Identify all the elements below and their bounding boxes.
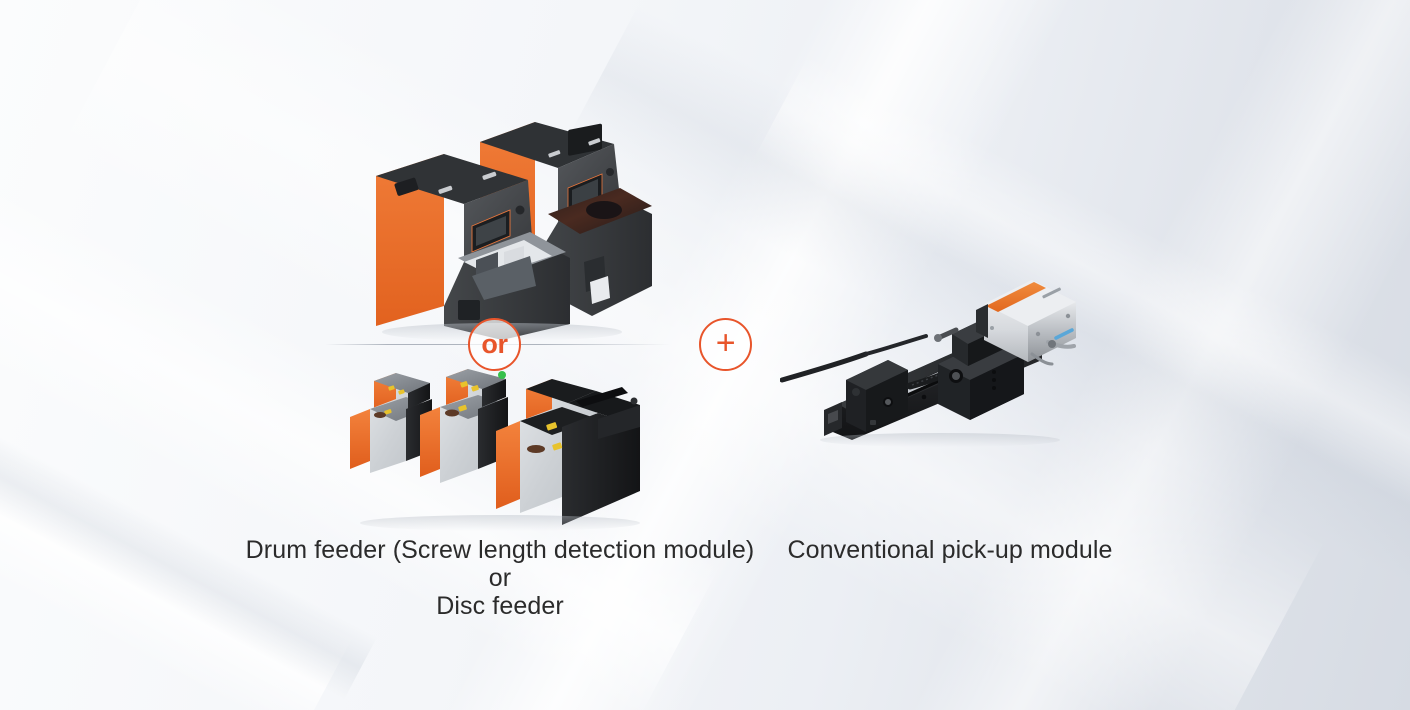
pickup-module-image	[779, 268, 1080, 453]
pneumatic-fittings	[1030, 328, 1076, 366]
drum-feeder-image	[352, 110, 652, 341]
or-badge-label: or	[481, 329, 508, 359]
or-badge: or	[468, 318, 521, 371]
disc-feeder-unit-2	[420, 369, 508, 483]
rail-carriage-left	[846, 360, 908, 432]
background-streak	[0, 118, 354, 710]
disc-feeder-image	[340, 365, 660, 535]
disc-feeder-unit-1	[350, 373, 432, 473]
pickup-module-caption: Conventional pick-up module	[787, 536, 1113, 564]
power-cable	[779, 351, 869, 383]
feeder-module-caption: Drum feeder (Screw length detection modu…	[245, 536, 755, 620]
drum-feeder-unit-front	[376, 154, 570, 340]
plus-badge-label: +	[715, 323, 736, 362]
plus-badge: +	[699, 318, 752, 371]
disc-feeder-unit-3	[496, 379, 640, 525]
